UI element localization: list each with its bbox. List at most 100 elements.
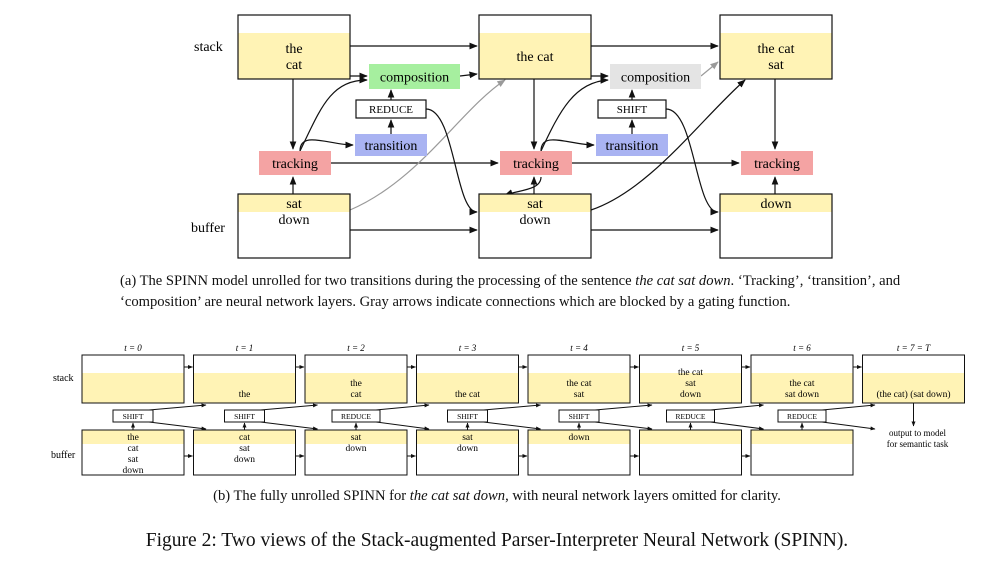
stack-cell-fill bbox=[751, 373, 853, 403]
buffer-cell-text: the bbox=[127, 433, 139, 443]
buffer-cell-fill bbox=[639, 430, 742, 444]
figure-caption: Figure 2: Two views of the Stack-augment… bbox=[145, 530, 849, 551]
tracking-layer-1: tracking bbox=[272, 157, 318, 172]
buffer-box-text: sat bbox=[286, 197, 302, 212]
timestep-label: t = 6 bbox=[793, 343, 811, 353]
caption-b-prefix: (b) The fully unrolled SPINN for bbox=[213, 488, 410, 504]
stack-cell-text: sat bbox=[574, 390, 585, 400]
buffer-cell bbox=[81, 429, 185, 476]
timestep-label: t = 0 bbox=[124, 343, 142, 353]
timestep-label: t = 7 = T bbox=[897, 343, 931, 353]
buffer-cell bbox=[193, 429, 296, 476]
tracking-to-buffer-arrow bbox=[504, 176, 542, 196]
buffer-cell-text: sat bbox=[351, 433, 362, 443]
buffer-cell-text: down bbox=[568, 433, 589, 443]
composition-to-stack-arrow bbox=[700, 61, 719, 77]
op-cell-box bbox=[112, 409, 154, 423]
op-to-next-stack-arrow bbox=[148, 403, 207, 411]
op-cell-box bbox=[224, 409, 265, 423]
stack-cell-fill bbox=[862, 373, 965, 403]
buffer-cell-text: sat bbox=[462, 433, 473, 443]
connection-arrows bbox=[289, 42, 779, 234]
buffer-box-fill bbox=[479, 194, 591, 212]
op-to-next-buffer-arrow bbox=[375, 421, 430, 431]
reduce-op-box bbox=[355, 99, 427, 119]
buffer-cell-text: down bbox=[234, 455, 255, 465]
buffer-cell-text: down bbox=[345, 444, 366, 454]
stack-box-text: cat bbox=[286, 58, 302, 73]
stack-cell-text: the cat bbox=[789, 379, 814, 389]
tracking-layer-3: tracking bbox=[754, 157, 800, 172]
output-note: for semantic task bbox=[887, 439, 949, 449]
op-to-next-buffer-arrow bbox=[821, 421, 876, 431]
stack-cell bbox=[527, 354, 631, 404]
buffer-cell bbox=[416, 429, 519, 476]
caption-a-suffix: . ‘Tracking’, ‘transition’, and ‘composi… bbox=[120, 273, 901, 310]
buffer-cell-text: cat bbox=[127, 444, 138, 454]
buffer-cell-fill bbox=[82, 430, 184, 444]
tracking-to-composition-arrow bbox=[299, 76, 368, 152]
caption-b: (b) The fully unrolled SPINN for the cat… bbox=[0, 488, 994, 505]
op-cell-box bbox=[558, 409, 600, 423]
op-to-next-buffer-arrow bbox=[483, 421, 541, 431]
tracking-to-transition-arrow bbox=[299, 139, 354, 152]
buffer-box-text: down bbox=[278, 213, 309, 228]
op-to-buffer-arrow bbox=[425, 108, 478, 216]
op-to-next-buffer-arrow bbox=[260, 421, 318, 431]
op-cell-box bbox=[447, 409, 488, 423]
composition-to-stack-arrow bbox=[459, 71, 478, 79]
op-cell-label: SHIFT bbox=[569, 412, 590, 421]
buffer-box bbox=[719, 193, 833, 259]
caption-b-sentence: the cat sat down bbox=[409, 488, 506, 504]
stack-cell-text: the cat bbox=[455, 390, 480, 400]
op-to-next-stack-arrow bbox=[594, 403, 653, 411]
stack-box-fill bbox=[238, 33, 350, 79]
buffer-box-text: sat bbox=[527, 197, 543, 212]
buffer-to-stack-arrow bbox=[349, 79, 506, 211]
op-cell-box bbox=[666, 409, 715, 423]
buffer-box-text: down bbox=[519, 213, 550, 228]
buffer-row-label-b: buffer bbox=[51, 450, 76, 461]
buffer-cell-text: sat bbox=[128, 455, 139, 465]
stack-cell bbox=[304, 354, 408, 404]
buffer-cell-fill bbox=[751, 430, 853, 444]
buffer-box-fill bbox=[238, 194, 350, 212]
stack-box bbox=[237, 14, 351, 80]
output-note: output to model bbox=[889, 428, 946, 438]
buffer-cell-fill bbox=[193, 430, 296, 444]
buffer-box-fill bbox=[720, 194, 832, 212]
stack-cell-fill bbox=[416, 373, 519, 403]
buffer-cell bbox=[304, 429, 408, 476]
caption-a: (a) The SPINN model unrolled for two tra… bbox=[120, 271, 960, 313]
shift-op-box bbox=[597, 99, 667, 119]
buffer-box bbox=[237, 193, 351, 259]
op-to-next-stack-arrow bbox=[260, 403, 318, 411]
buffer-cell-fill bbox=[416, 430, 519, 444]
buffer-cell bbox=[527, 429, 631, 476]
op-to-buffer-arrow bbox=[665, 108, 719, 216]
stack-cell-text: the bbox=[350, 379, 362, 389]
caption-b-suffix: , with neural network layers omitted for… bbox=[505, 488, 781, 504]
buffer-cell-fill bbox=[305, 430, 407, 444]
stack-cell-fill bbox=[82, 373, 184, 403]
stack-cell bbox=[193, 354, 296, 404]
timestep-label: t = 2 bbox=[347, 343, 365, 353]
composition-layer-1-bg bbox=[369, 64, 460, 89]
stack-cell-fill bbox=[639, 373, 742, 403]
op-cell-label: REDUCE bbox=[676, 412, 706, 421]
op-to-next-buffer-arrow bbox=[148, 421, 207, 431]
buffer-row-label: buffer bbox=[191, 221, 225, 236]
composition-layer-2: composition bbox=[621, 71, 690, 86]
stack-cell-text: cat bbox=[350, 390, 361, 400]
stack-box-text: sat bbox=[768, 58, 784, 73]
buffer-cell bbox=[750, 429, 854, 476]
stack-cell-text: the cat bbox=[678, 368, 703, 378]
caption-a-prefix: (a) The SPINN model unrolled for two tra… bbox=[120, 273, 636, 289]
unrolled-arrows bbox=[131, 365, 916, 458]
shift-op: SHIFT bbox=[617, 104, 648, 116]
buffer-cell-fill bbox=[528, 430, 630, 444]
